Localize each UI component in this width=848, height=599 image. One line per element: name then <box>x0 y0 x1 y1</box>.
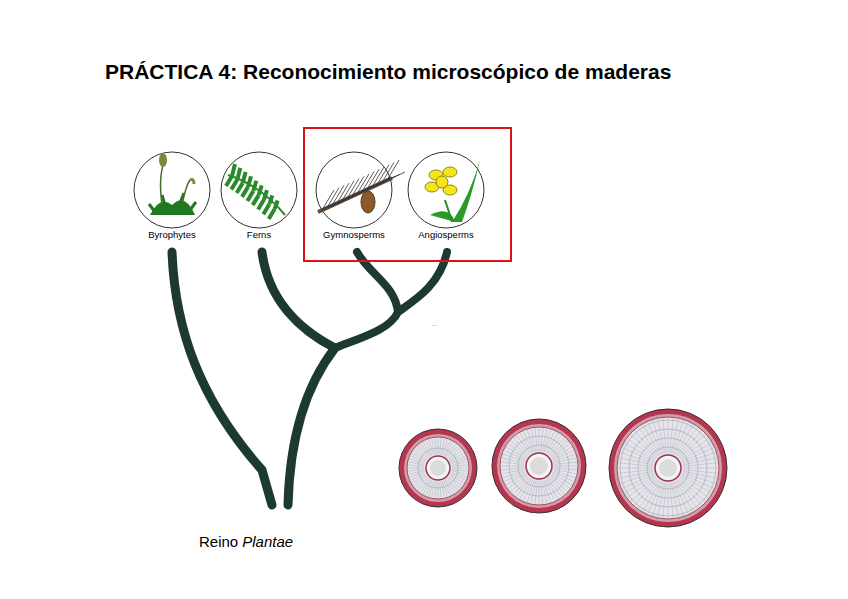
svg-text:...: ... <box>432 321 437 327</box>
kingdom-label: Reino <box>199 533 238 550</box>
taxon-node: Ferns <box>219 178 299 240</box>
taxon-node: Angiosperms <box>406 178 486 240</box>
taxon-label: Angiosperms <box>417 229 474 240</box>
pine-icon <box>318 160 405 213</box>
page-title: PRÁCTICA 4: Reconocimiento microscópico … <box>105 60 671 84</box>
wood-cross-sections <box>399 409 727 527</box>
daffodil-icon <box>425 160 480 222</box>
fern-icon <box>226 164 285 219</box>
taxon-node: Byrophytes <box>132 178 212 240</box>
taxon-node: Gymnosperms <box>314 178 394 240</box>
kingdom-label: Plantae <box>242 533 293 550</box>
taxon-label: Ferns <box>246 229 272 240</box>
taxon-label: Gymnosperms <box>322 229 386 240</box>
highlight-box <box>304 128 511 261</box>
taxon-label: Byrophytes <box>147 229 197 240</box>
moss-icon <box>149 153 196 215</box>
